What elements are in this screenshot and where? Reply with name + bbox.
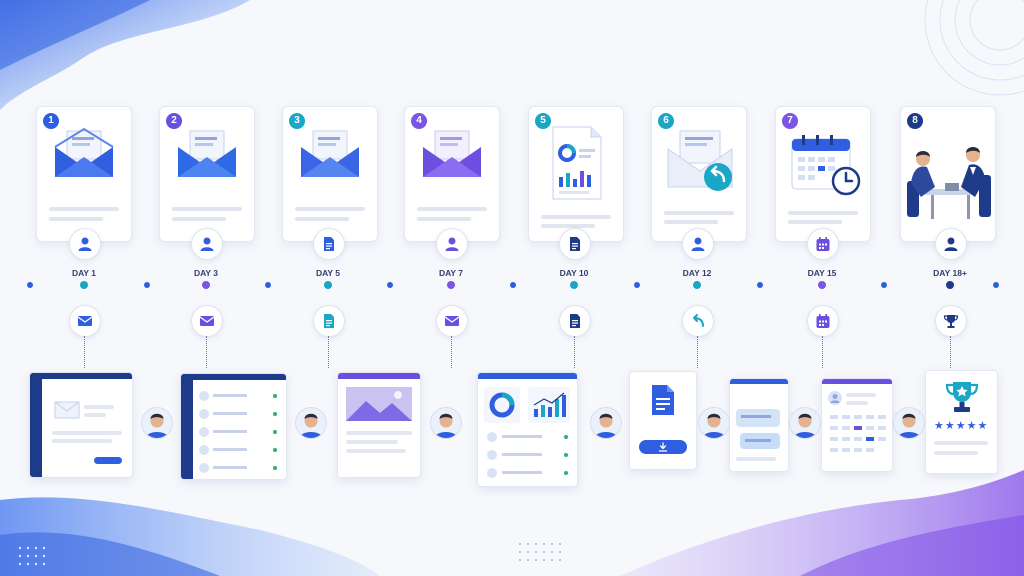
step-6-reply-icon xyxy=(682,305,714,337)
step-number-badge: 2 xyxy=(166,113,182,129)
content-post-panel xyxy=(337,372,421,478)
step-3-document-icon xyxy=(313,305,345,337)
timeline-dots xyxy=(27,281,999,289)
day-label-2: DAY 3 xyxy=(193,268,219,278)
envelope-icon xyxy=(54,127,114,177)
person-face-icon xyxy=(146,413,168,438)
person-face-icon xyxy=(595,413,617,438)
step-1-user-icon xyxy=(69,228,101,260)
step-2-mail-icon xyxy=(191,305,223,337)
avatar xyxy=(141,407,173,439)
envelope-icon xyxy=(423,130,481,177)
step-number-badge: 4 xyxy=(411,113,427,129)
step-4-mail-icon xyxy=(436,305,468,337)
person-face-icon xyxy=(435,413,457,438)
step-card-6: 6 xyxy=(651,106,747,242)
day-label-5: DAY 10 xyxy=(559,268,589,278)
step-card-4: 4 xyxy=(404,106,500,242)
step-4-user-icon xyxy=(436,228,468,260)
step-card-3: 3 xyxy=(282,106,378,242)
step-5-document-icon xyxy=(559,305,591,337)
timeline xyxy=(27,281,999,289)
trophy-icon xyxy=(945,382,979,412)
person-face-icon xyxy=(300,413,322,438)
person-face-icon xyxy=(898,413,920,438)
bar-chart-icon xyxy=(528,387,570,423)
step-1-mail-icon xyxy=(69,305,101,337)
avatar xyxy=(295,407,327,439)
calendar-clock-icon xyxy=(791,135,861,196)
landscape-image-icon xyxy=(346,387,412,421)
step-number-badge: 1 xyxy=(43,113,59,129)
profile-avatar-icon xyxy=(828,391,842,405)
step-2-user-icon xyxy=(191,228,223,260)
step-number-badge: 6 xyxy=(658,113,674,129)
step-card-2: 2 xyxy=(159,106,255,242)
step-8-trophy-icon xyxy=(935,305,967,337)
step-5-document-icon xyxy=(559,228,591,260)
step-card-1: 1 xyxy=(36,106,132,242)
step-number-badge: 7 xyxy=(782,113,798,129)
step-card-7: 7 xyxy=(775,106,871,242)
step-8-user-icon xyxy=(935,228,967,260)
avatar xyxy=(893,407,925,439)
reply-envelope-icon xyxy=(667,130,733,191)
file-icon xyxy=(652,385,674,415)
step-card-5: 5 xyxy=(528,106,624,242)
person-face-icon xyxy=(794,413,816,438)
business-meeting-illustration xyxy=(907,147,991,219)
step-card-8: 8 xyxy=(900,106,996,242)
step-6-user-icon xyxy=(682,228,714,260)
day-label-7: DAY 15 xyxy=(807,268,837,278)
avatar xyxy=(590,407,622,439)
day-label-8: DAY 18+ xyxy=(933,268,967,278)
step-number-badge: 3 xyxy=(289,113,305,129)
person-face-icon xyxy=(703,413,725,438)
step-number-badge: 5 xyxy=(535,113,551,129)
calendar-grid xyxy=(830,415,886,452)
day-label-6: DAY 12 xyxy=(682,268,712,278)
analytics-dashboard-panel xyxy=(477,372,578,487)
step-7-calendar-icon xyxy=(807,305,839,337)
contact-list-panel xyxy=(180,373,287,480)
email-app-panel xyxy=(29,372,133,478)
chat-bubble xyxy=(736,409,780,427)
chat-bubble xyxy=(740,433,780,449)
contact-rows xyxy=(199,391,277,473)
download-icon xyxy=(658,442,668,452)
avatar xyxy=(430,407,462,439)
day-label-4: DAY 7 xyxy=(438,268,464,278)
step-7-calendar-icon xyxy=(807,228,839,260)
day-label-3: DAY 5 xyxy=(315,268,341,278)
envelope-icon xyxy=(178,130,236,177)
chat-panel xyxy=(729,378,789,472)
avatar xyxy=(789,407,821,439)
envelope-icon xyxy=(301,130,359,177)
file-download-panel xyxy=(629,371,697,470)
scheduler-panel xyxy=(821,378,893,472)
avatar xyxy=(698,407,730,439)
download-button[interactable] xyxy=(639,440,687,454)
report-document-icon xyxy=(552,126,602,200)
list-rows xyxy=(487,432,568,478)
day-label-1: DAY 1 xyxy=(71,268,97,278)
envelope-icon xyxy=(54,401,80,419)
step-3-document-icon xyxy=(313,228,345,260)
step-number-badge: 8 xyxy=(907,113,923,129)
award-panel: ★★★★★ xyxy=(925,370,998,474)
donut-chart-icon xyxy=(484,387,520,423)
rating-stars: ★★★★★ xyxy=(934,420,989,432)
